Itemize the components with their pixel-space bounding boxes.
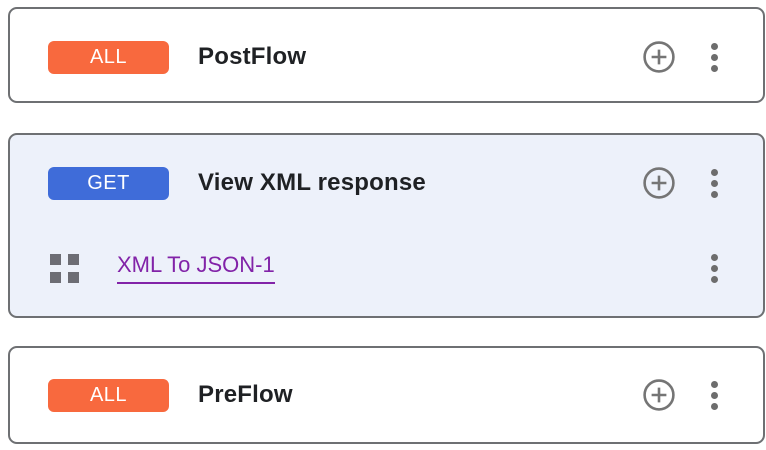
policy-row: XML To JSON-1 xyxy=(10,235,763,301)
flow-row[interactable]: ALL PostFlow xyxy=(10,9,763,105)
flow-title: PostFlow xyxy=(198,43,307,70)
more-options-button[interactable] xyxy=(711,168,718,198)
flow-actions xyxy=(643,41,718,73)
kebab-menu-icon xyxy=(711,168,718,176)
plus-circle-icon xyxy=(643,41,675,73)
flow-row[interactable]: ALL PreFlow xyxy=(10,348,763,442)
policy-link-xml-to-json[interactable]: XML To JSON-1 xyxy=(117,252,275,284)
method-badge: GET xyxy=(48,166,169,200)
flow-card-postflow[interactable]: ALL PostFlow xyxy=(8,7,765,103)
plus-circle-icon xyxy=(643,379,675,411)
plus-circle-icon xyxy=(643,167,675,199)
kebab-menu-icon xyxy=(711,380,718,388)
kebab-menu-icon xyxy=(711,253,718,261)
add-policy-button[interactable] xyxy=(643,41,675,73)
method-badge: ALL xyxy=(48,40,169,74)
flow-row[interactable]: GET View XML response xyxy=(10,135,763,231)
flow-title: PreFlow xyxy=(198,381,293,408)
flow-actions xyxy=(643,379,718,411)
more-options-button[interactable] xyxy=(711,380,718,410)
policy-actions xyxy=(711,253,718,283)
add-policy-button[interactable] xyxy=(643,379,675,411)
flow-actions xyxy=(643,167,718,199)
policy-grid-icon xyxy=(50,253,79,283)
flow-card-view-xml-response[interactable]: GET View XML response xyxy=(8,133,765,318)
flow-title: View XML response xyxy=(198,169,426,196)
method-badge: ALL xyxy=(48,378,169,412)
more-options-button[interactable] xyxy=(711,42,718,72)
flow-card-preflow[interactable]: ALL PreFlow xyxy=(8,346,765,444)
more-options-button[interactable] xyxy=(711,253,718,283)
kebab-menu-icon xyxy=(711,42,718,50)
add-policy-button[interactable] xyxy=(643,167,675,199)
